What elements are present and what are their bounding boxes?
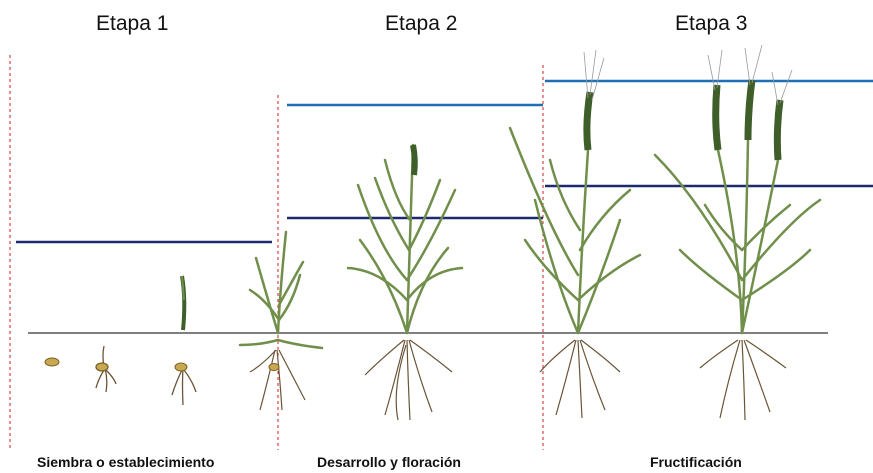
- flowering-plant: [348, 145, 462, 420]
- stage-3-caption: Fructificación: [650, 454, 742, 470]
- fruiting-plant-2: [655, 45, 820, 420]
- stage-1-caption: Siembra o establecimiento: [37, 454, 214, 470]
- stage-2-caption: Desarrollo y floración: [317, 454, 461, 470]
- seedling-plant: [172, 276, 196, 405]
- young-plant: [240, 232, 322, 410]
- germinating-plant: [96, 346, 116, 392]
- seed-plant: [45, 358, 59, 366]
